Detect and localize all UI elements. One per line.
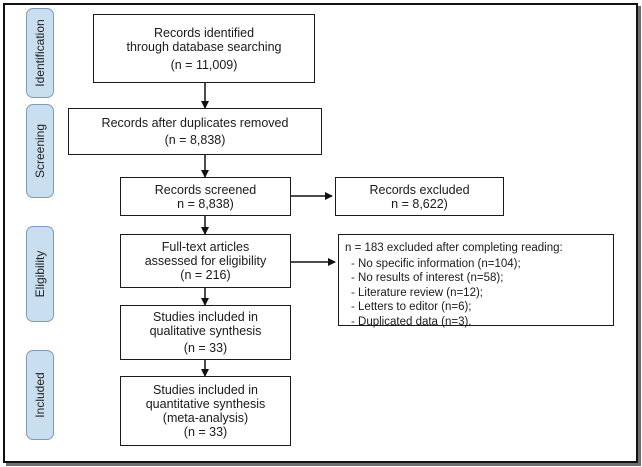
duplicates-line1: Records after duplicates removed bbox=[101, 116, 289, 130]
qualitative-line2: qualitative synthesis bbox=[149, 324, 262, 338]
box-records-identified: Records identified through database sear… bbox=[93, 14, 315, 83]
box-quantitative-synthesis: Studies included in quantitative synthes… bbox=[120, 376, 291, 446]
box-records-screened: Records screened n = 8,838) bbox=[120, 177, 291, 216]
exclusion-item: No results of interest (n=58); bbox=[351, 271, 607, 286]
identified-count: (n = 11,009) bbox=[170, 57, 238, 72]
quantitative-line2: quantitative synthesis bbox=[145, 397, 266, 411]
fulltext-line2: assessed for eligibility bbox=[144, 254, 267, 268]
box-qualitative-synthesis: Studies included in qualitative synthesi… bbox=[120, 305, 291, 360]
stage-screening: Screening bbox=[26, 104, 54, 198]
screened-count: n = 8,838) bbox=[177, 196, 234, 211]
box-exclusion-reasons: n = 183 excluded after completing readin… bbox=[338, 234, 614, 328]
excluded-count: n = 8,622) bbox=[391, 196, 448, 211]
quantitative-line3: (meta-analysis) bbox=[162, 411, 249, 425]
exclusion-item: Duplicated data (n=3). bbox=[351, 315, 607, 330]
stage-included: Included bbox=[26, 350, 54, 440]
duplicates-count: (n = 8,838) bbox=[164, 133, 226, 147]
screened-line1: Records screened bbox=[154, 182, 257, 197]
box-records-excluded: Records excluded n = 8,622) bbox=[335, 177, 504, 216]
box-records-after-duplicates: Records after duplicates removed (n = 8,… bbox=[68, 108, 322, 155]
fulltext-line1: Full-text articles bbox=[161, 240, 250, 254]
qualitative-count: (n = 33) bbox=[183, 341, 228, 355]
quantitative-count: (n = 33) bbox=[183, 425, 228, 439]
exclusion-item: Letters to editor (n=6); bbox=[351, 300, 607, 315]
stage-identification: Identification bbox=[26, 8, 54, 98]
exclusion-item: No specific information (n=104); bbox=[351, 257, 607, 272]
identified-line2: through database searching bbox=[126, 39, 282, 54]
excluded-line1: Records excluded bbox=[369, 182, 470, 197]
stage-eligibility: Eligibility bbox=[26, 226, 54, 322]
exclusion-item: Literature review (n=12); bbox=[351, 286, 607, 301]
box-fulltext-assessed: Full-text articles assessed for eligibil… bbox=[120, 234, 291, 288]
quantitative-line1: Studies included in bbox=[153, 383, 258, 397]
fulltext-count: (n = 216) bbox=[180, 268, 231, 282]
qualitative-line1: Studies included in bbox=[153, 310, 258, 324]
exclusion-list: No specific information (n=104); No resu… bbox=[345, 257, 607, 330]
identified-line1: Records identified bbox=[153, 25, 255, 40]
exclusion-header: n = 183 excluded after completing readin… bbox=[345, 242, 563, 254]
